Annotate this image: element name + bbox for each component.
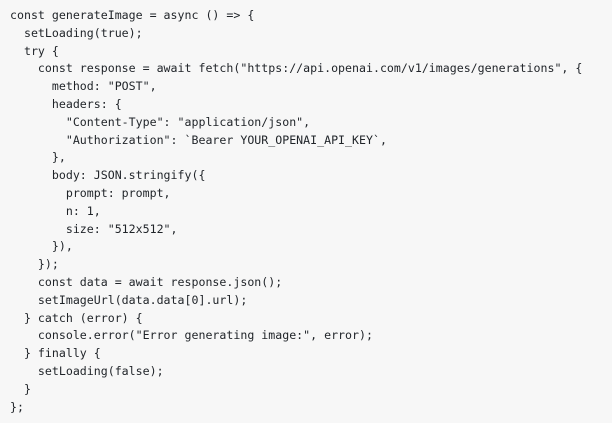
code-line: }: [10, 381, 31, 396]
code-line: headers: {: [10, 96, 122, 111]
code-line: const response = await fetch("https://ap…: [10, 61, 583, 76]
code-line: const data = await response.json();: [10, 274, 283, 289]
code-line: size: "512x512",: [10, 221, 178, 236]
code-line: method: "POST",: [10, 79, 157, 94]
code-block: const generateImage = async () => { setL…: [10, 7, 612, 416]
code-line: } finally {: [10, 346, 101, 361]
code-line: "Authorization": `Bearer YOUR_OPENAI_API…: [10, 132, 387, 147]
code-line: setLoading(false);: [10, 363, 164, 378]
code-line: "Content-Type": "application/json",: [10, 114, 311, 129]
code-line: setImageUrl(data.data[0].url);: [10, 292, 248, 307]
code-line: const generateImage = async () => {: [10, 8, 255, 22]
code-line: n: 1,: [10, 203, 101, 218]
code-line: console.error("Error generating image:",…: [10, 328, 373, 343]
code-line: };: [10, 399, 24, 414]
code-line: } catch (error) {: [10, 310, 143, 325]
code-line: });: [10, 257, 59, 272]
code-line: try {: [10, 43, 59, 58]
code-line: prompt: prompt,: [10, 185, 171, 200]
code-line: },: [10, 150, 66, 165]
code-line: body: JSON.stringify({: [10, 168, 206, 183]
code-line: setLoading(true);: [10, 25, 143, 40]
code-line: }),: [10, 239, 73, 254]
